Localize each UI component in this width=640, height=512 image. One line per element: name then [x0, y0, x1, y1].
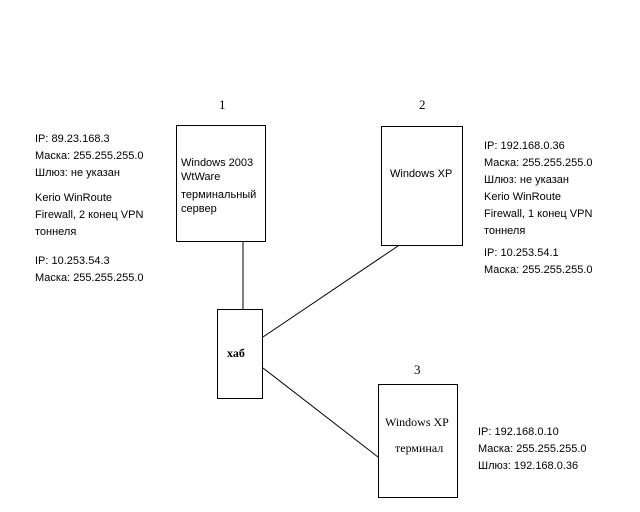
- terminal-role: терминал: [395, 441, 444, 455]
- node-2-number: 2: [419, 97, 426, 112]
- node-3-number: 3: [414, 362, 421, 377]
- link-terminal-hub: [262, 367, 379, 458]
- hub-box: хаб: [217, 309, 263, 399]
- node-1-number: 1: [219, 97, 226, 112]
- server-software: WtWare: [181, 171, 221, 183]
- server-role-1: терминальный: [181, 189, 257, 201]
- server-gateway: Шлюз: не указан: [35, 167, 120, 179]
- client-vpn-line-2: Firewall, 1 конец VPN: [484, 208, 593, 220]
- server-box: Windows 2003 WtWare терминальный сервер: [176, 125, 266, 242]
- terminal-gateway: Шлюз: 192.168.0.36: [478, 460, 579, 472]
- server-vpn-line-3: тоннеля: [35, 226, 77, 238]
- client-vpn-line-1: Kerio WinRoute: [484, 191, 562, 203]
- terminal-box: Windows XP терминал: [378, 384, 458, 498]
- server-vpn-line-1: Kerio WinRoute: [35, 192, 113, 204]
- server-vpn-mask: Маска: 255.255.255.0: [35, 272, 144, 284]
- terminal-label: Windows XP терминал: [385, 415, 449, 455]
- hub-label: хаб: [227, 346, 245, 360]
- client-vpn-ip: IP: 10.253.54.1: [484, 247, 559, 259]
- server-vpn-line-2: Firewall, 2 конец VPN: [35, 209, 144, 221]
- terminal-mask: Маска: 255.255.255.0: [478, 443, 587, 455]
- client-gateway: Шлюз: не указан: [484, 174, 569, 186]
- server-mask: Маска: 255.255.255.0: [35, 150, 144, 162]
- server-label: Windows 2003 WtWare терминальный сервер: [181, 156, 256, 216]
- server-ip: IP: 89.23.168.3: [35, 133, 110, 145]
- client-vpn-mask: Маска: 255.255.255.0: [484, 264, 593, 276]
- client-box: Windows XP: [381, 126, 463, 246]
- server-role-2: сервер: [181, 203, 217, 215]
- client-vpn-line-3: тоннеля: [484, 225, 526, 237]
- server-os: Windows 2003: [181, 157, 254, 169]
- terminal-ip: IP: 192.168.0.10: [478, 426, 559, 438]
- terminal-info: IP: 192.168.0.10 Маска: 255.255.255.0 Шл…: [478, 424, 587, 475]
- client-info: IP: 192.168.0.36 Маска: 255.255.255.0 Шл…: [484, 138, 593, 279]
- client-ip: IP: 192.168.0.36: [484, 140, 565, 152]
- client-os: Windows XP: [390, 168, 453, 180]
- server-info: IP: 89.23.168.3 Маска: 255.255.255.0 Шлю…: [35, 131, 144, 287]
- server-vpn-ip: IP: 10.253.54.3: [35, 255, 110, 267]
- terminal-os: Windows XP: [385, 415, 449, 429]
- link-client-hub: [262, 245, 399, 338]
- client-mask: Маска: 255.255.255.0: [484, 157, 593, 169]
